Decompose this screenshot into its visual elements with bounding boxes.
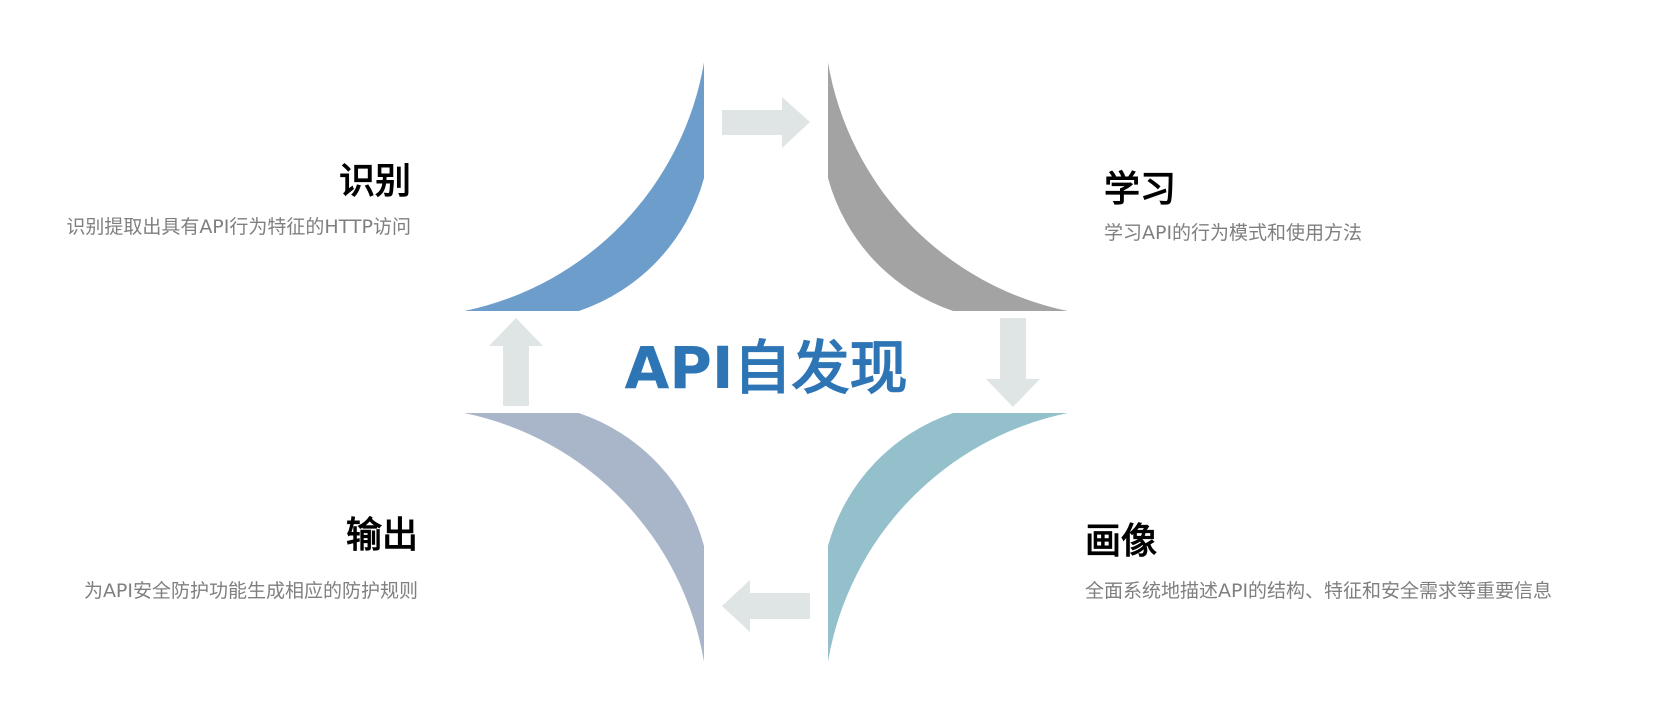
- stage-info-learn: 学习 学习API的行为模式和使用方法: [1104, 168, 1362, 246]
- stage-description-output: 为API安全防护功能生成相应的防护规则: [83, 580, 418, 602]
- arrow-up-icon: [489, 318, 543, 406]
- stage-info-profile: 画像 全面系统地描述API的结构、特征和安全需求等重要信息: [1085, 520, 1552, 604]
- stage-description-profile: 全面系统地描述API的结构、特征和安全需求等重要信息: [1085, 580, 1553, 602]
- arrow-right-icon: [722, 97, 810, 148]
- stage-title-identify: 识别: [338, 161, 411, 202]
- segment-label-learn: 学习: [919, 163, 991, 205]
- stage-description-identify: 识别提取出具有API行为特征的HTTP访问: [66, 216, 411, 238]
- stage-info-output: 输出 为API安全防护功能生成相应的防护规则: [84, 514, 418, 604]
- stage-title-profile: 画像: [1085, 521, 1158, 562]
- arrow-down-icon: [986, 318, 1040, 407]
- stage-info-identify: 识别 识别提取出具有API行为特征的HTTP访问: [66, 160, 411, 240]
- arrow-left-icon: [722, 580, 810, 632]
- segment-label-identify: 识别: [558, 172, 630, 213]
- stage-title-learn: 学习: [1104, 169, 1177, 210]
- center-title: API自发现: [625, 334, 908, 402]
- segment-label-output: 输出: [552, 508, 624, 549]
- stage-description-learn: 学习API的行为模式和使用方法: [1104, 222, 1363, 244]
- ring-segment-identify: [464, 62, 704, 312]
- stage-title-output: 输出: [345, 515, 418, 556]
- segment-label-profile: 画像: [925, 508, 997, 549]
- ring-segment-profile: [828, 413, 1068, 662]
- ring-segment-learn: [828, 62, 1068, 312]
- ring-segment-output: [464, 413, 704, 662]
